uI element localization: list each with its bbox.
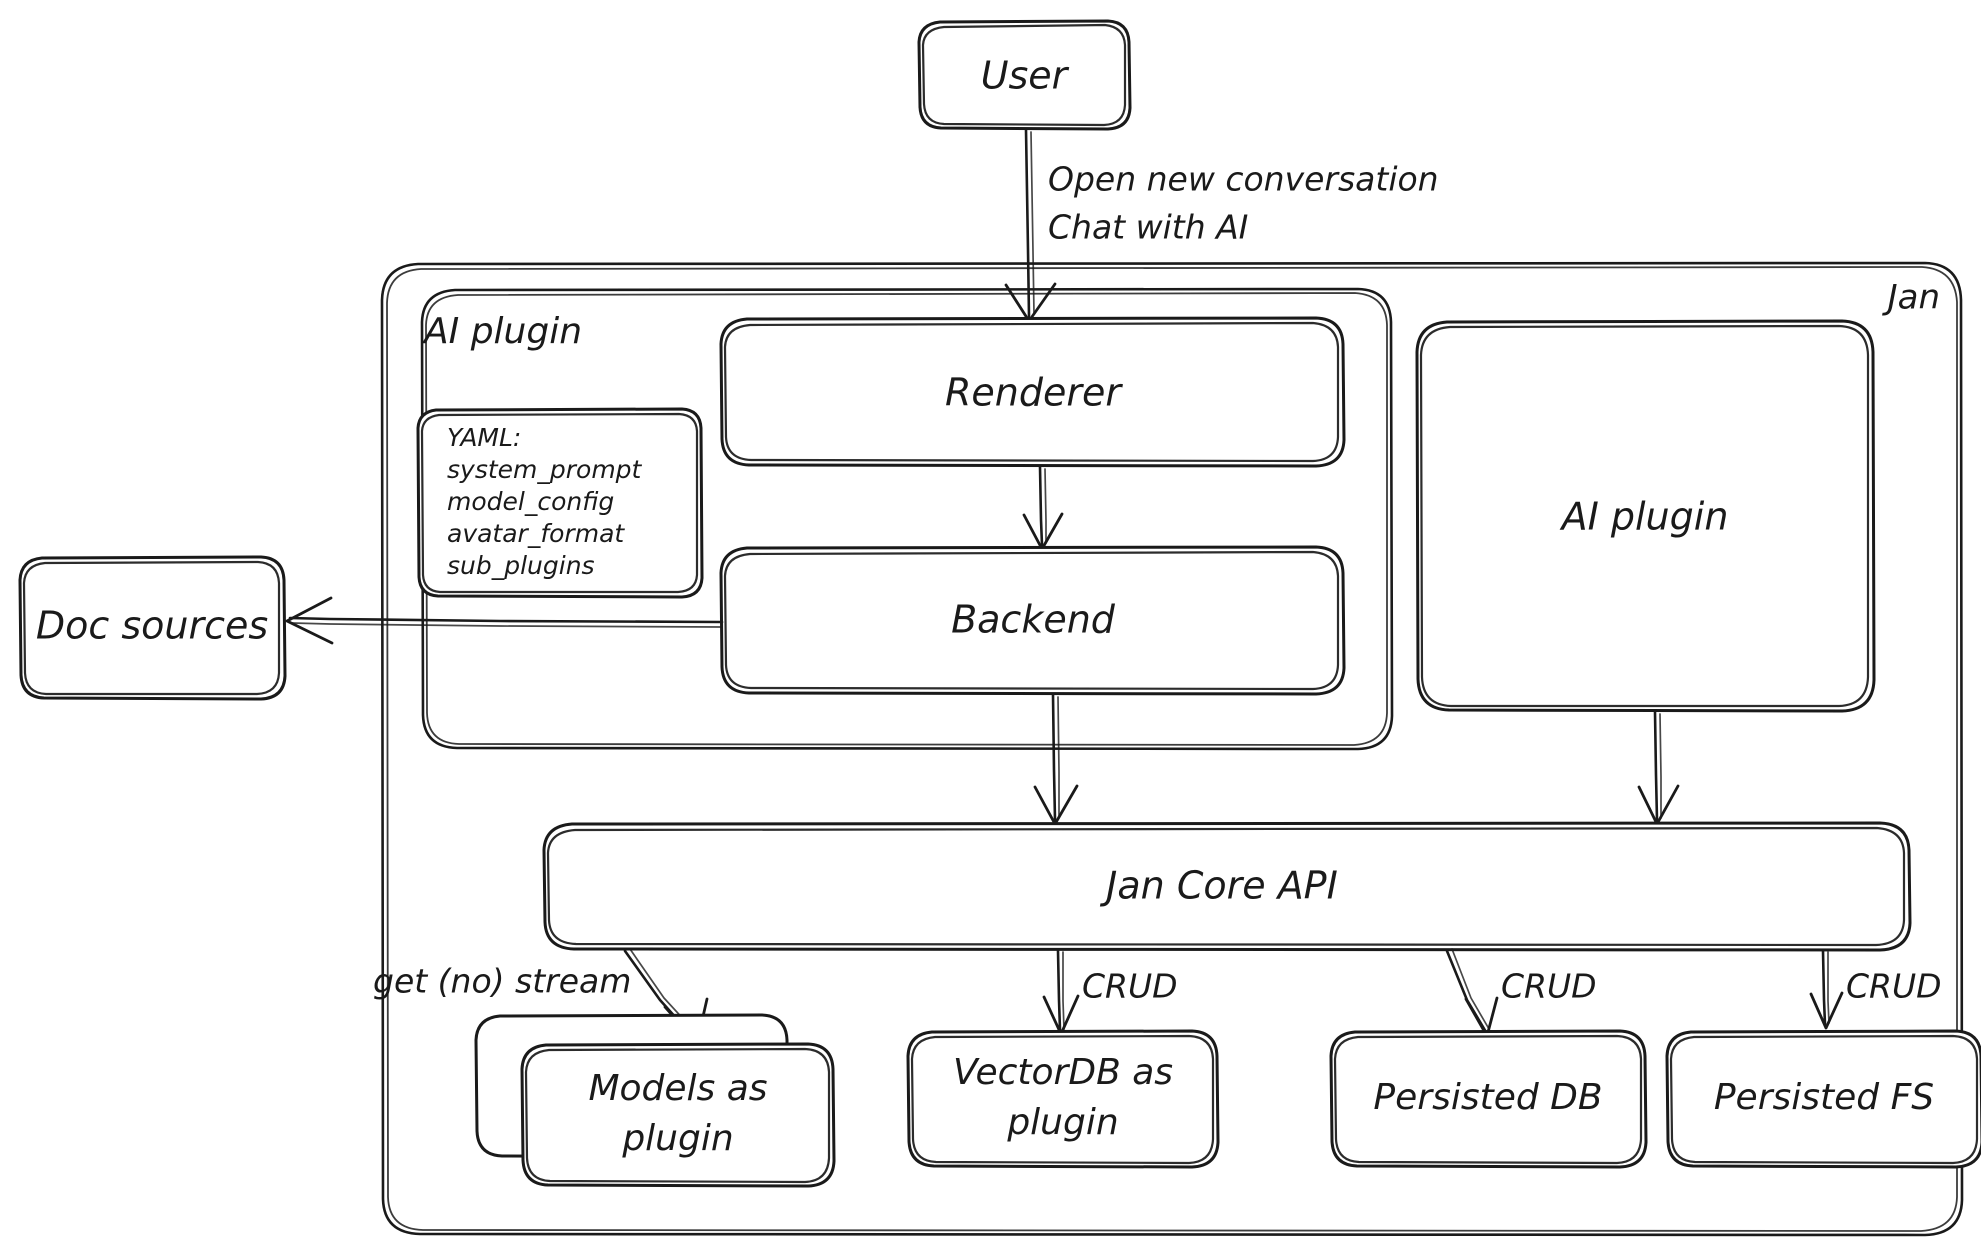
edge-renderer-to-backend — [1022, 465, 1064, 551]
node-doc-sources[interactable]: Doc sources — [18, 555, 287, 701]
node-vectordb-plugin[interactable]: VectorDB as plugin — [906, 1029, 1220, 1169]
node-user-label: User — [981, 54, 1070, 98]
node-yaml-card: YAML: system_prompt model_config avatar_… — [416, 407, 704, 599]
node-models-plugin-label-line1: Models as — [588, 1068, 767, 1109]
group-ai-plugin-label: AI plugin — [422, 311, 582, 352]
node-renderer[interactable]: Renderer — [719, 316, 1346, 468]
edge-core-to-vectordb: CRUD — [1042, 949, 1178, 1036]
edge-user-to-renderer-label-line1: Open new conversation — [1048, 160, 1439, 199]
yaml-header: YAML: — [447, 423, 521, 452]
yaml-key-model-config: model_config — [447, 487, 614, 516]
edge-core-to-db-label: CRUD — [1501, 967, 1597, 1006]
edge-core-to-fs-label: CRUD — [1846, 967, 1942, 1006]
edge-core-to-db: CRUD — [1445, 948, 1597, 1038]
node-ai-plugin-label: AI plugin — [1559, 495, 1729, 539]
node-vectordb-plugin-label-line2: plugin — [1006, 1102, 1118, 1143]
node-backend[interactable]: Backend — [719, 545, 1346, 696]
group-jan: Jan — [380, 261, 1964, 1237]
group-ai-plugin: AI plugin — [420, 287, 1394, 751]
node-persisted-db[interactable]: Persisted DB — [1329, 1029, 1648, 1169]
node-renderer-label: Renderer — [945, 371, 1123, 415]
node-doc-sources-label: Doc sources — [36, 604, 268, 648]
node-user[interactable]: User — [917, 19, 1132, 131]
edge-core-to-models: get (no) stream — [373, 948, 709, 1045]
node-models-plugin-label-line2: plugin — [621, 1118, 733, 1159]
yaml-key-system-prompt: system_prompt — [447, 455, 643, 484]
edge-core-to-fs: CRUD — [1809, 949, 1942, 1030]
node-vectordb-plugin-label-line1: VectorDB as — [953, 1052, 1173, 1093]
edge-backend-to-doc-sources — [285, 596, 724, 645]
edge-backend-to-core — [1033, 693, 1079, 826]
node-jan-core-api[interactable]: Jan Core API — [542, 821, 1912, 952]
edge-user-to-renderer-label-line2: Chat with AI — [1048, 208, 1248, 247]
node-models-plugin[interactable]: Models as plugin — [474, 1013, 836, 1188]
node-persisted-fs-label: Persisted FS — [1714, 1077, 1934, 1118]
node-ai-plugin[interactable]: AI plugin — [1415, 319, 1876, 713]
node-jan-core-api-label: Jan Core API — [1099, 864, 1338, 908]
edge-core-to-vectordb-label: CRUD — [1082, 967, 1178, 1006]
edge-core-to-models-label: get (no) stream — [373, 962, 631, 1001]
yaml-key-avatar-format: avatar_format — [447, 519, 625, 548]
group-jan-label: Jan — [1882, 278, 1940, 318]
edge-ai-plugin-to-core — [1637, 710, 1680, 826]
node-persisted-fs[interactable]: Persisted FS — [1665, 1029, 1981, 1169]
yaml-key-sub-plugins: sub_plugins — [447, 551, 595, 580]
node-backend-label: Backend — [951, 598, 1116, 642]
node-persisted-db-label: Persisted DB — [1373, 1077, 1602, 1118]
